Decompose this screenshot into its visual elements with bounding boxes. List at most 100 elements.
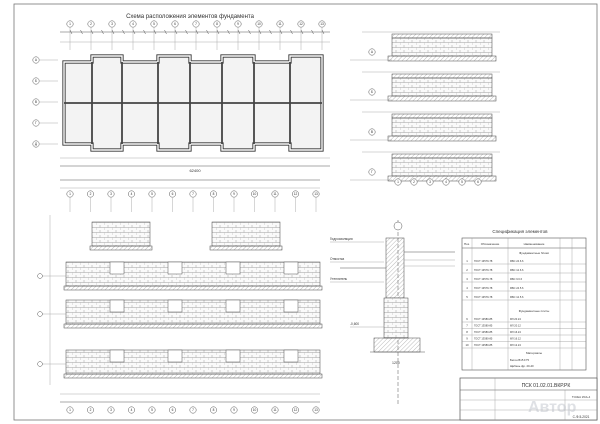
- axis-marker: [148, 406, 156, 414]
- dim-tick: [132, 29, 136, 35]
- axis-label: 2: [90, 22, 92, 26]
- axis-marker: [66, 190, 74, 198]
- dim-tick: [122, 29, 125, 35]
- spec-title: Спецификация элементов: [492, 229, 548, 234]
- stamp-code: ПСК 01.02.01.ВКР.РК: [522, 383, 571, 389]
- dim-tick: [195, 29, 199, 35]
- axis-marker: [394, 178, 402, 186]
- axis-label: 12: [299, 22, 303, 26]
- axis-label: 10: [253, 192, 257, 196]
- leader-blind-area: Отмостка: [330, 257, 344, 261]
- section-footing: [387, 55, 497, 62]
- axis-marker: [410, 178, 418, 186]
- axis-label: 12: [294, 192, 298, 196]
- block-opening: [225, 299, 241, 313]
- dim-tick: [279, 29, 283, 35]
- axis-label: 2: [90, 408, 92, 412]
- spec-section-2: Фундаментные плиты: [519, 309, 550, 313]
- spec-row-code: ГОСТ 13580-85: [474, 330, 493, 334]
- spec-row-code: ГОСТ 13579-78: [474, 295, 493, 299]
- axis-marker: [192, 20, 200, 28]
- section-block-row: [391, 77, 493, 97]
- axis-label: 7: [192, 408, 194, 412]
- axis-label: 3: [110, 192, 112, 196]
- axis-marker: [271, 406, 279, 414]
- spec-row-name: ФЛ 20.12: [510, 324, 521, 328]
- axis-marker: [312, 190, 320, 198]
- title-block: ПСК 01.02.01.ВКР.РК ТСИиА ИСА-4 С-Ф-5-20…: [459, 377, 598, 421]
- spec-row-code: ГОСТ 13579-78: [474, 268, 493, 272]
- spec-row-pos: 3: [466, 277, 468, 281]
- spec-row-name: ФБС 12.6.6: [510, 268, 524, 272]
- dim-tick: [248, 29, 251, 35]
- section-footing: [387, 175, 497, 182]
- spec-row-name: ФБС 24.5.6: [510, 286, 524, 290]
- dim-tick: [269, 29, 272, 35]
- axis-label: В: [371, 130, 373, 134]
- foundation-plan: Схема расположения элементов фундамента …: [32, 14, 330, 173]
- block-opening: [109, 349, 125, 363]
- dim-tick: [300, 29, 304, 35]
- axis-label: В: [35, 100, 37, 104]
- spec-row-name: ФЛ 16.12: [510, 337, 521, 341]
- plan-outer-wall-inner: [63, 55, 323, 151]
- row-marker: [37, 361, 43, 367]
- axis-label: 6: [477, 180, 479, 184]
- block-footing-long: [63, 323, 323, 329]
- axis-marker: [129, 20, 137, 28]
- spec-mat-2: Щебень фр. 20-40: [510, 364, 534, 368]
- axis-label: 10: [253, 408, 257, 412]
- axis-label: 11: [273, 408, 277, 412]
- axis-marker: [442, 178, 450, 186]
- spec-row-pos: 7: [466, 324, 468, 328]
- axis-marker: [148, 190, 156, 198]
- level-mark: -0,600: [350, 322, 359, 326]
- axis-marker: [318, 20, 326, 28]
- axis-label: 9: [237, 22, 239, 26]
- block-opening: [225, 349, 241, 363]
- axis-marker: [213, 20, 221, 28]
- axis-marker: [107, 190, 115, 198]
- axis-label: А: [35, 58, 38, 62]
- axis-label: 6: [174, 22, 176, 26]
- section-block-row: [391, 37, 493, 57]
- spec-row-name: ФБС 12.5.6: [510, 295, 524, 299]
- axis-marker: [297, 20, 305, 28]
- section-footing: [387, 95, 497, 102]
- spec-row-name: ФЛ 16.24: [510, 330, 521, 334]
- block-opening: [167, 299, 183, 313]
- axis-marker: [87, 190, 94, 198]
- block-footing: [209, 245, 283, 251]
- axis-marker: [169, 190, 176, 198]
- axis-marker: [189, 406, 197, 414]
- axis-label: 8: [216, 22, 218, 26]
- spec-row-pos: 6: [466, 317, 468, 321]
- axis-label: Г: [35, 121, 37, 125]
- stamp-org: ТСИиА ИСА-4: [572, 395, 591, 399]
- axis-marker: [368, 48, 376, 56]
- spec-row-name: ФБС 24.6.6: [510, 259, 524, 263]
- axis-marker: [169, 406, 176, 414]
- dim-tick: [227, 29, 230, 35]
- block-row-long: [65, 349, 321, 375]
- section-cap: [391, 73, 493, 79]
- dim-tick: [90, 29, 94, 35]
- axis-label: 6: [172, 192, 174, 196]
- spec-row-pos: 5: [466, 295, 468, 299]
- block-opening: [167, 349, 183, 363]
- dim-tick: [164, 29, 167, 35]
- block-opening: [109, 261, 125, 275]
- block-footing-long: [63, 373, 323, 379]
- axis-marker: [87, 406, 94, 414]
- axis-label: 8: [213, 192, 215, 196]
- spec-row-pos: 1: [466, 259, 468, 263]
- spec-row-name: ФЛ 12.24: [510, 343, 521, 347]
- axis-label: 4: [131, 408, 133, 412]
- axis-marker: [368, 128, 376, 136]
- row-marker: [37, 311, 43, 317]
- dim-tick: [311, 29, 314, 35]
- spec-row-code: ГОСТ 13579-78: [474, 277, 493, 281]
